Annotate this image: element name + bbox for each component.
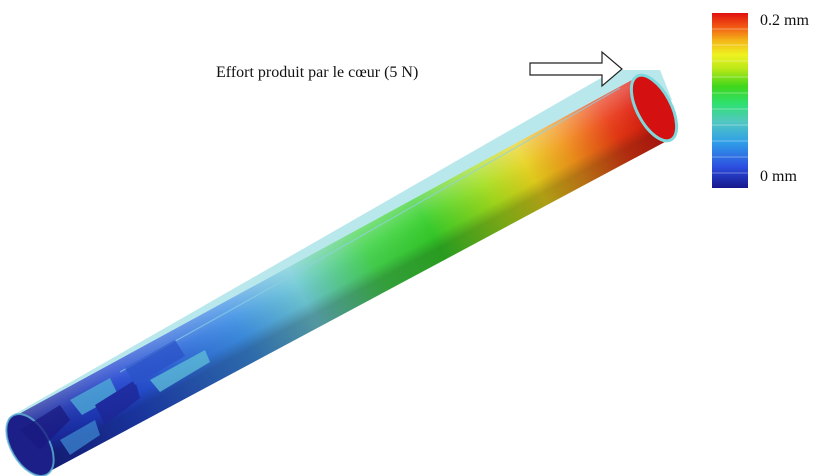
mesh-patches	[20, 340, 210, 455]
legend-min-label: 0 mm	[760, 168, 797, 185]
tube-end-cap	[631, 75, 677, 141]
legend-color-bar	[712, 13, 748, 188]
legend-bands	[712, 28, 748, 174]
tube-end-rim	[629, 73, 679, 143]
force-annotation-label: Effort produit par le cœur (5 N)	[216, 64, 419, 81]
legend-max-label: 0.2 mm	[760, 12, 809, 29]
force-arrow-icon	[529, 50, 623, 88]
